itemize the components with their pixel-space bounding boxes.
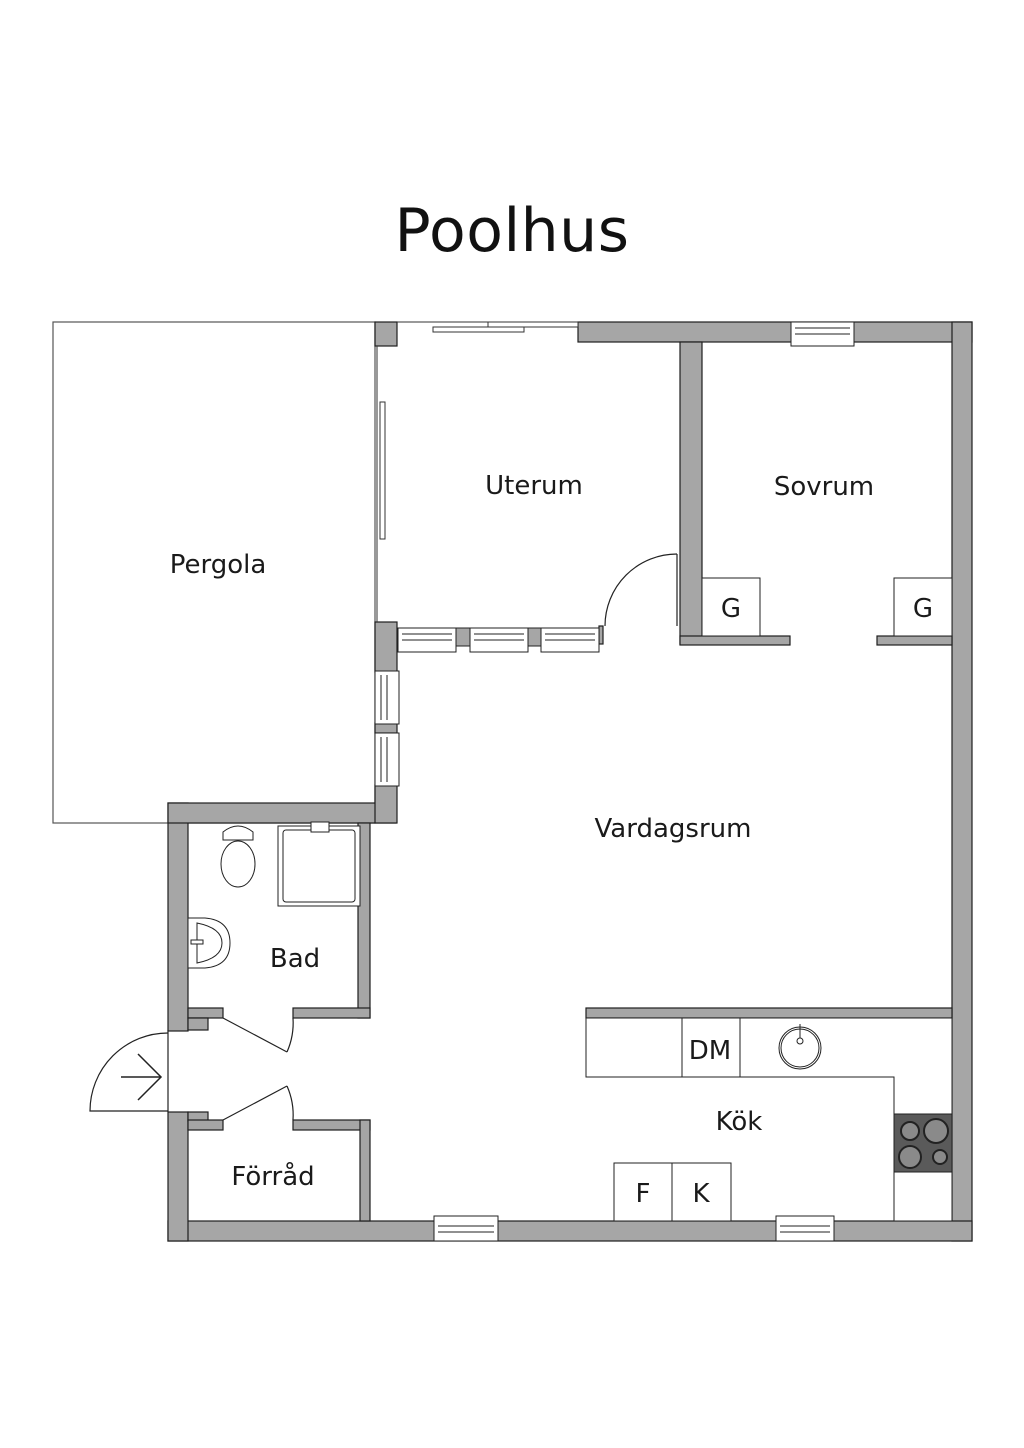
room-label-kok: Kök [716, 1107, 763, 1137]
wardrobe-left-label: G [721, 594, 741, 624]
wardrobes [701, 577, 953, 637]
windows [374, 321, 855, 1242]
room-label-vardagsrum: Vardagsrum [595, 814, 752, 844]
entry-arrow-icon [121, 1053, 163, 1101]
wardrobe-right-label: G [913, 594, 933, 624]
bath-fixtures [187, 821, 361, 969]
sliding-door-west [376, 346, 386, 622]
page-title: Poolhus [394, 196, 630, 266]
walls [167, 321, 973, 1242]
room-label-sovrum: Sovrum [774, 472, 874, 502]
toilet-icon [222, 825, 254, 841]
doors [89, 553, 678, 1121]
freezer-label: F [636, 1179, 651, 1209]
sliding-door-top [397, 321, 579, 333]
room-label-uterum: Uterum [485, 471, 583, 501]
room-label-bad: Bad [270, 944, 320, 974]
room-label-forrad: Förråd [231, 1161, 314, 1192]
dishwasher-label: DM [689, 1036, 731, 1066]
fridge-label: K [692, 1179, 710, 1209]
kitchen-fixtures [585, 1017, 953, 1222]
room-label-pergola: Pergola [170, 550, 267, 580]
